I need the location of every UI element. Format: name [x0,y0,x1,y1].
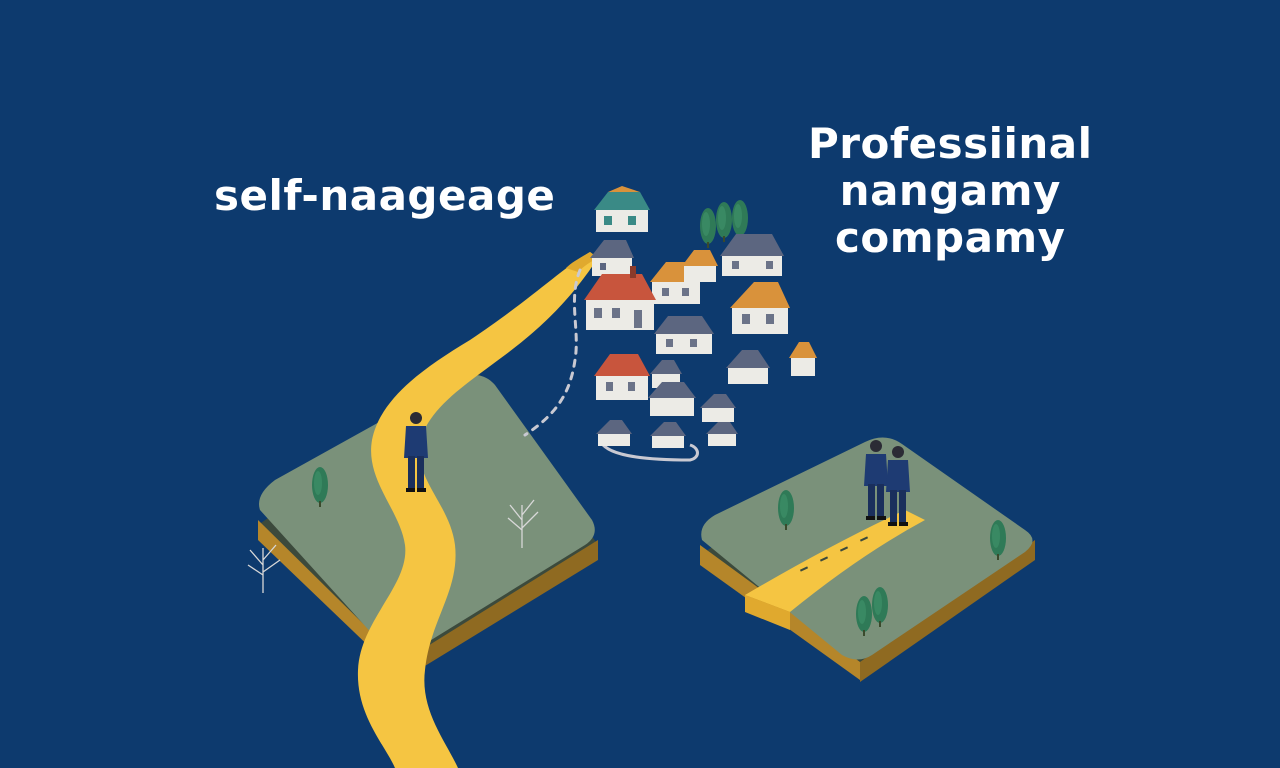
dashed-route [523,268,582,437]
curved-lane [598,439,699,462]
professional-company-line-2: nangamy [839,166,1061,216]
professional-company-line-3: compamy [834,213,1066,263]
professional-company-label: Professiinal nangamy compamy [808,120,1093,261]
self-manage-label: self-naageage [214,171,556,220]
road-dashes [799,536,869,572]
tree-icon [716,202,732,242]
bare-tree-icon [507,499,539,548]
professional-company-line-1: Professiinal [808,119,1093,168]
bare-tree-icon [247,544,281,593]
tree-icon [700,208,716,248]
winding-path [357,252,598,768]
village [584,186,817,448]
